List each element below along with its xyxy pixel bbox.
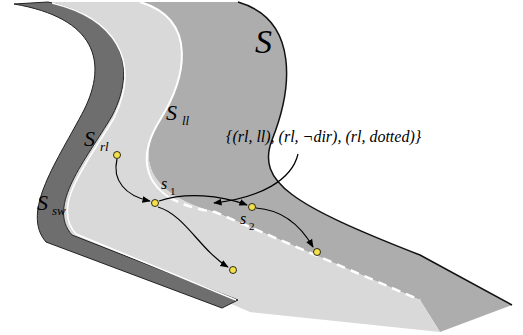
- road-border: [238, 2, 512, 305]
- state-dot: [152, 200, 159, 207]
- state-dot: [230, 267, 237, 274]
- dashed-divider: [170, 198, 420, 300]
- region-symbol: S: [255, 22, 272, 61]
- transition-arrow: [256, 208, 313, 247]
- state-symbol: s: [240, 210, 246, 228]
- state-subscript: 2: [249, 220, 255, 233]
- predicate-set: {(rl, ll), (rl, ¬dir), (rl, dotted)}: [226, 128, 421, 146]
- region-subscript: rl: [100, 140, 109, 155]
- state-dot: [314, 249, 321, 256]
- transition-arrow: [158, 207, 228, 267]
- callout-arrow: [214, 154, 298, 203]
- state-subscript: 1: [170, 185, 176, 198]
- region-symbol: S: [37, 190, 48, 215]
- transition-arrow: [116, 159, 150, 201]
- sidewalk: [14, 2, 238, 308]
- region-symbol: S: [84, 126, 95, 151]
- state-dot: [249, 204, 256, 211]
- region-subscript: sw: [52, 204, 66, 219]
- state-symbol: s: [161, 175, 167, 193]
- region-symbol: S: [166, 100, 177, 125]
- solid-divider: [140, 2, 182, 198]
- region-subscript: ll: [182, 114, 189, 129]
- state-dot: [114, 152, 121, 159]
- edge-line: [52, 3, 236, 300]
